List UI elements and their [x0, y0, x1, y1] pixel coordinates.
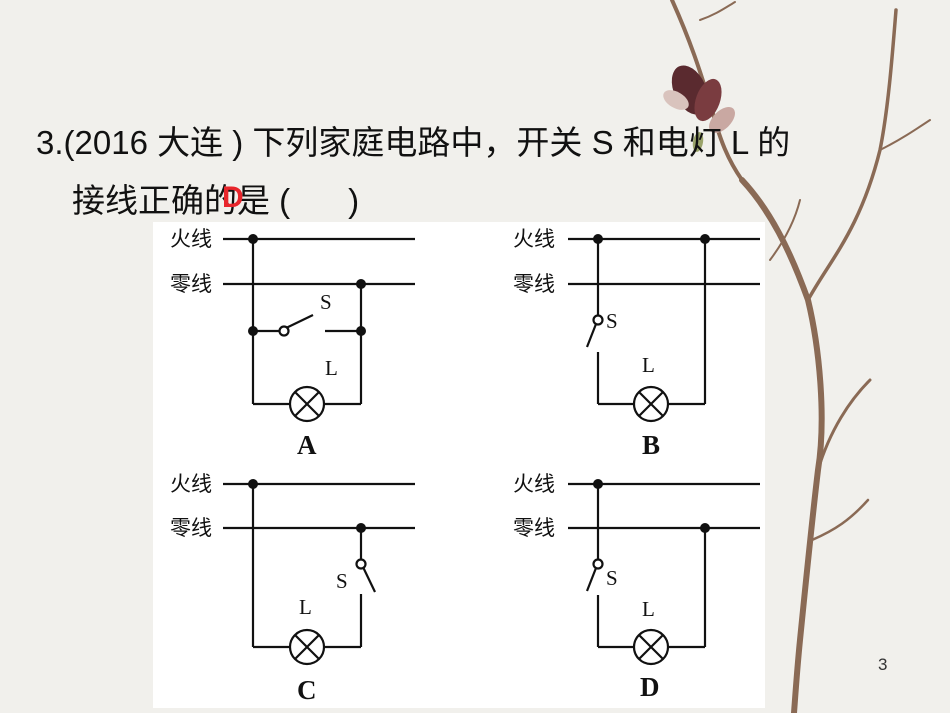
caption-d: D — [640, 672, 660, 702]
switch-c-blade — [362, 566, 376, 593]
answer-letter: D — [222, 181, 244, 214]
diagram-d — [568, 482, 760, 666]
lamp-a-icon — [288, 385, 326, 423]
caption-b: B — [642, 430, 660, 460]
junction-dots — [248, 234, 710, 533]
close-paren: ) — [348, 182, 360, 219]
lamp-label-b: L — [642, 353, 655, 377]
live-wire-label-c: 火线 — [170, 472, 212, 496]
live-wire-label-b: 火线 — [513, 227, 555, 251]
diagram-c — [223, 482, 415, 666]
switch-a-blade — [283, 314, 314, 330]
lamp-c-icon — [288, 628, 326, 666]
question-line-1: 3.(2016 大连 ) 下列家庭电路中，开关 S 和电灯 L 的 — [36, 124, 791, 161]
caption-a: A — [297, 430, 317, 460]
page-number: 3 — [878, 655, 888, 674]
neutral-wire-label-d: 零线 — [513, 516, 555, 540]
switch-label-b: S — [606, 309, 618, 333]
circuit-diagrams: 火线 零线 S L A 火线 零线 S L B 火线 零线 S L C 火线 零… — [170, 227, 760, 705]
question-line-2-text: 接线正确的是 ( — [72, 182, 291, 219]
neutral-wire-label-c: 零线 — [170, 516, 212, 540]
question-line-2: 接线正确的是 () — [72, 174, 359, 222]
lamp-label-c: L — [299, 595, 312, 619]
switch-label-c: S — [336, 569, 348, 593]
switch-b-blade — [585, 323, 598, 348]
lamp-label-d: L — [642, 597, 655, 621]
switch-label-a: S — [320, 290, 332, 314]
neutral-wire-label-a: 零线 — [170, 272, 212, 296]
neutral-wire-label-b: 零线 — [513, 272, 555, 296]
switch-d-blade — [585, 567, 598, 592]
live-wire-label-a: 火线 — [170, 227, 212, 251]
lamp-d-icon — [632, 628, 670, 666]
switch-label-d: S — [606, 566, 618, 590]
circuit-diagrams-panel: 火线 零线 S L A 火线 零线 S L B 火线 零线 S L C 火线 零… — [153, 222, 765, 708]
diagram-a — [223, 237, 415, 423]
live-wire-label-d: 火线 — [513, 472, 555, 496]
diagram-b — [568, 237, 760, 423]
lamp-b-icon — [632, 385, 670, 423]
flower-icon — [663, 65, 735, 152]
caption-c: C — [297, 675, 317, 705]
lamp-label-a: L — [325, 356, 338, 380]
